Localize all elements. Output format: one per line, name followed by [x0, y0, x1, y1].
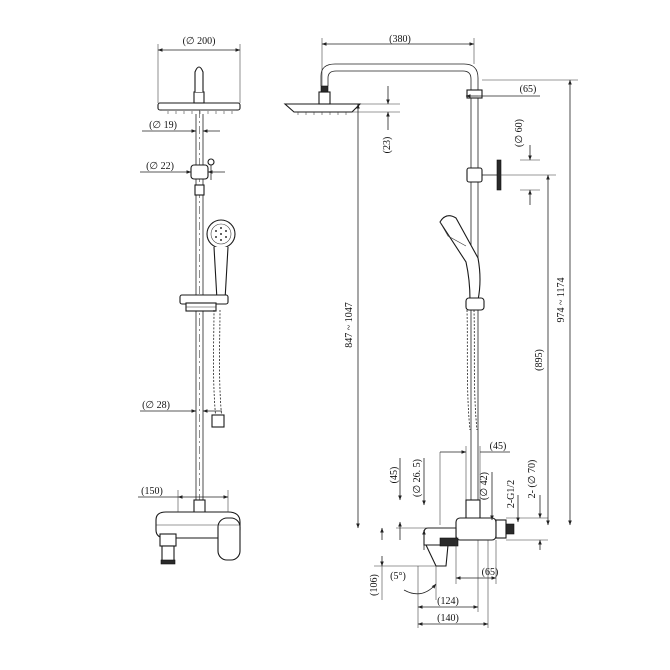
dim-arm-offset: (65): [520, 84, 537, 95]
dim-head-diameter: (∅ 200): [183, 36, 216, 47]
rain-head-front: [157, 66, 241, 114]
dim-pipe-diameter-42: (∅ 42): [479, 472, 490, 500]
hand-shower-side: [439, 215, 485, 431]
dim-spout-offset: (45): [490, 441, 507, 452]
dim-escutcheon-diameter: 2- (∅ 70): [527, 460, 538, 499]
dim-inlet-thread: 2-G1/2: [506, 480, 517, 508]
front-dimensions: (∅ 200) (∅ 19) (∅ 22) (∅ 28) (150): [138, 36, 241, 512]
dim-diverter-diameter: (∅ 22): [146, 161, 174, 172]
dim-head-thickness: (23): [382, 137, 393, 154]
mixer-front: [155, 499, 241, 565]
dim-arm-diameter: (∅ 19): [149, 120, 177, 131]
dim-body-depth: (65): [482, 567, 499, 578]
rain-head-side: [283, 85, 362, 115]
dim-riser-height: (895): [534, 349, 545, 371]
dim-mixer-center: (150): [141, 486, 163, 497]
dim-total-depth: (140): [437, 613, 459, 624]
front-view: (∅ 200) (∅ 19) (∅ 22) (∅ 28) (150): [138, 36, 241, 565]
dim-arm-reach: (380): [389, 34, 411, 45]
dim-riser-diameter: (∅ 28): [142, 400, 170, 411]
dim-height-range-top: 974 ~ 1174: [556, 277, 567, 322]
mixer-side: [396, 499, 515, 567]
dim-height-range-riser: 847 ~ 1047: [344, 302, 355, 347]
side-view: (380) (23) (65) (∅ 60) 974 ~ 1174 847 ~ …: [283, 34, 578, 628]
dim-spout-height: (106): [369, 574, 380, 596]
dim-knob-diameter: (∅ 60): [514, 119, 525, 147]
dim-pipe-diameter-265: (∅ 26. 5): [412, 459, 423, 497]
riser-pipe-front: [190, 110, 215, 520]
dim-spout-length: (124): [437, 596, 459, 607]
hand-shower-front: [179, 219, 236, 428]
dim-spout-angle: (5°): [390, 571, 406, 582]
shower-arm-side: [320, 63, 483, 99]
side-dimensions: (380) (23) (65) (∅ 60) 974 ~ 1174 847 ~ …: [321, 34, 578, 628]
dim-pipe-45: (45): [389, 467, 400, 484]
